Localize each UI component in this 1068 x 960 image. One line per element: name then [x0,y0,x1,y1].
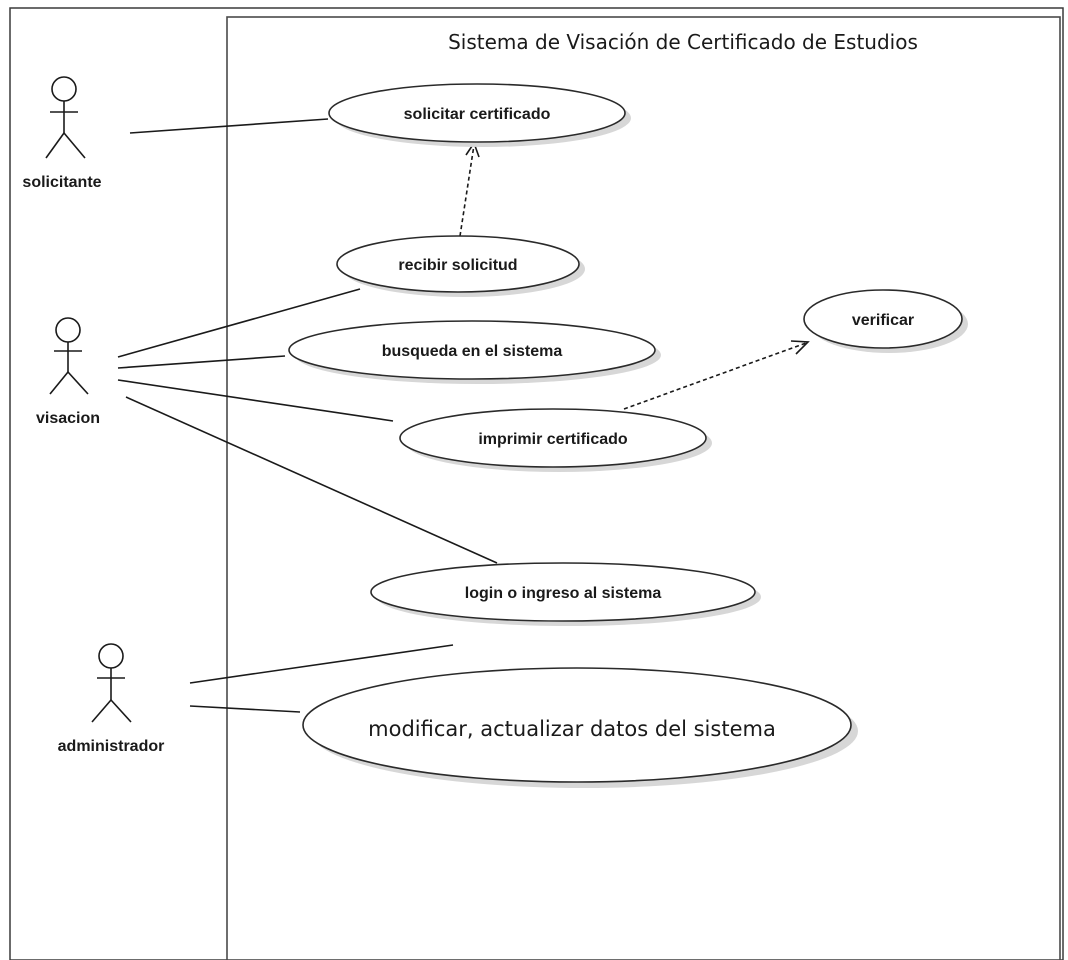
assoc-administrador-modificar [189,705,301,713]
assoc-visacion-busqueda [117,355,286,369]
use-case-label: modificar, actualizar datos del sistema [368,717,776,741]
dependency-imprimir-to-verificar [623,340,810,410]
use-case-label: verificar [852,312,914,329]
stick-figure-icon [45,76,86,159]
stick-figure-icon [49,317,89,395]
assoc-visacion-imprimir [117,379,394,422]
actor-label: visacion [36,410,100,427]
actor-visacion[interactable]: visacion [36,317,100,427]
use-case-imprimir-certificado[interactable]: imprimir certificado [399,408,712,472]
use-case-solicitar-certificado[interactable]: solicitar certificado [328,83,631,147]
actor-label: administrador [58,738,165,755]
use-case-label: imprimir certificado [478,431,628,448]
assoc-solicitante-solicitar [129,118,329,134]
actor-label: solicitante [22,174,101,191]
assoc-administrador-login [189,644,454,684]
system-boundary [226,16,1061,960]
system-title: Sistema de Visación de Certificado de Es… [448,30,918,54]
use-case-modificar-actualizar-datos[interactable]: modificar, actualizar datos del sistema [302,667,858,788]
assoc-visacion-login [125,396,498,564]
use-case-busqueda-en-el-sistema[interactable]: busqueda en el sistema [288,320,661,384]
use-case-login-o-ingreso[interactable]: login o ingreso al sistema [370,562,761,626]
use-case-verificar[interactable]: verificar [803,289,968,353]
use-case-label: busqueda en el sistema [382,343,563,360]
actor-solicitante[interactable]: solicitante [22,76,102,191]
use-case-recibir-solicitud[interactable]: recibir solicitud [336,235,585,297]
assoc-visacion-recibir [117,288,361,358]
stick-figure-icon [91,643,132,723]
use-case-label: login o ingreso al sistema [465,585,662,602]
use-case-label: recibir solicitud [398,257,517,274]
use-case-label: solicitar certificado [404,106,551,123]
actor-administrador[interactable]: administrador [58,643,165,755]
